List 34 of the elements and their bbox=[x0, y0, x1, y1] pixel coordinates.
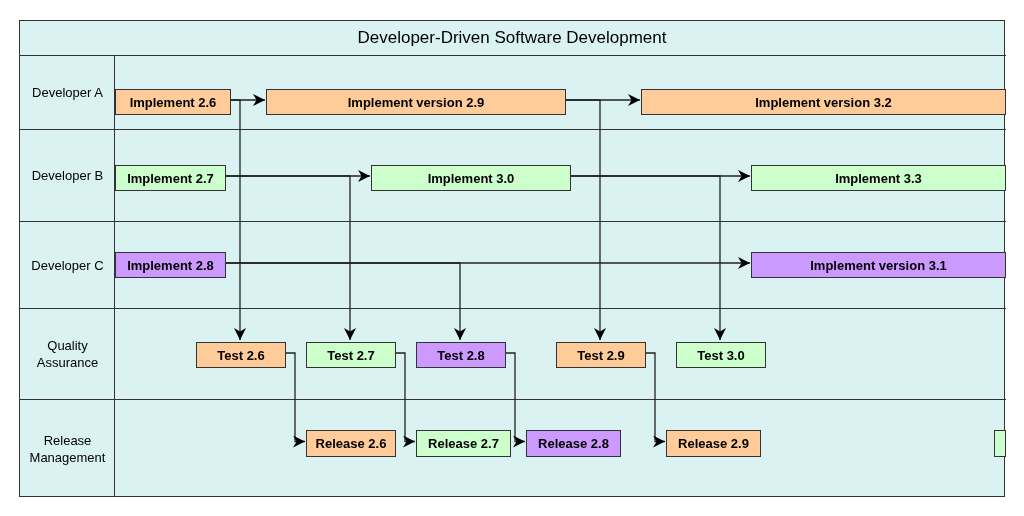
task-box: Release 2.7 bbox=[416, 430, 511, 457]
lane-label: Developer B bbox=[30, 167, 105, 185]
task-box: Implement 3.3 bbox=[751, 165, 1006, 191]
task-box: Test 3.0 bbox=[676, 342, 766, 368]
arrow bbox=[569, 175, 726, 341]
arrow bbox=[394, 352, 416, 448]
lane-label: Developer C bbox=[30, 256, 105, 275]
lane-label: Developer A bbox=[31, 84, 104, 102]
task-box: Implement 2.6 bbox=[115, 89, 231, 115]
task-box: Implement 2.7 bbox=[115, 165, 226, 191]
task-box: Test 2.6 bbox=[196, 342, 286, 368]
task-box: Implement version 2.9 bbox=[266, 89, 566, 115]
pool-title: Developer-Driven Software Development bbox=[356, 27, 668, 49]
arrow bbox=[504, 352, 526, 448]
lane-label: Quality Assurance bbox=[35, 337, 100, 372]
arrow bbox=[284, 352, 306, 448]
arrow bbox=[229, 99, 246, 341]
task-box: Test 2.8 bbox=[416, 342, 506, 368]
swimlane-pool bbox=[19, 20, 1005, 497]
task-box bbox=[994, 430, 1006, 457]
arrow bbox=[564, 99, 606, 341]
arrow bbox=[224, 262, 466, 341]
task-box: Implement version 3.2 bbox=[641, 89, 1006, 115]
arrow bbox=[644, 352, 666, 448]
task-box: Release 2.6 bbox=[306, 430, 396, 457]
task-box: Test 2.9 bbox=[556, 342, 646, 368]
task-box: Implement 2.8 bbox=[115, 252, 226, 278]
task-box: Test 2.7 bbox=[306, 342, 396, 368]
task-box: Release 2.9 bbox=[666, 430, 761, 457]
lane-label: Release Management bbox=[28, 432, 107, 467]
task-box: Implement 3.0 bbox=[371, 165, 571, 191]
task-box: Implement version 3.1 bbox=[751, 252, 1006, 278]
arrow bbox=[224, 175, 356, 341]
task-box: Release 2.8 bbox=[526, 430, 621, 457]
